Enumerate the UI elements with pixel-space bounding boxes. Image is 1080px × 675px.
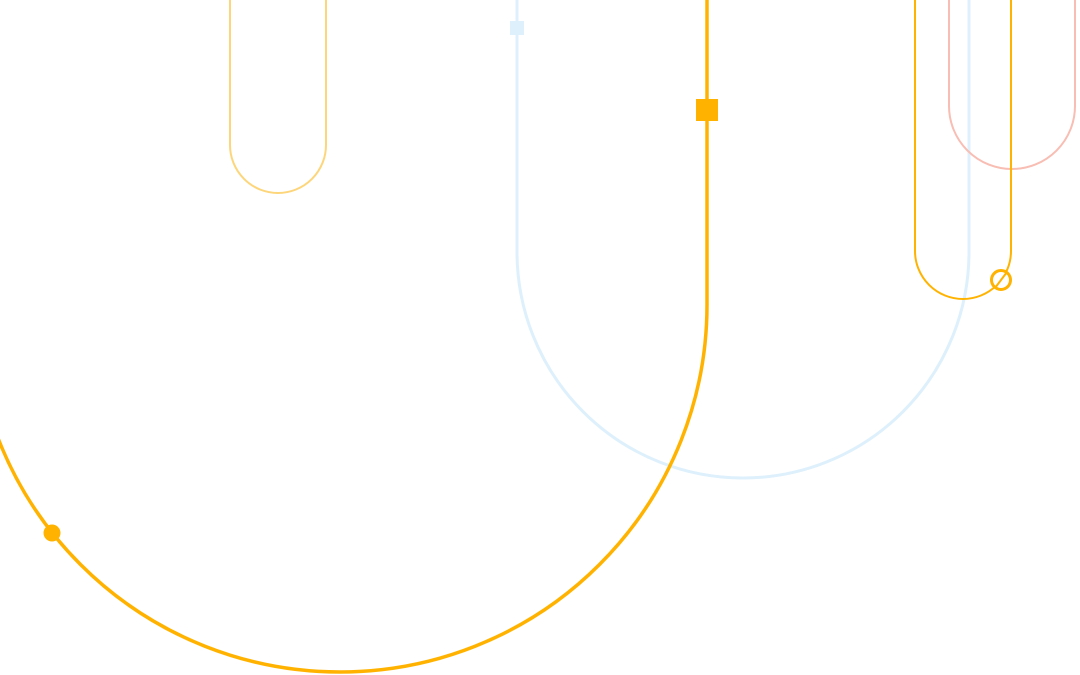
orange-ring-slash-marker <box>990 269 1012 291</box>
light-yellow-u-curve <box>229 0 327 194</box>
orange-square-marker <box>696 99 718 121</box>
orange-small-u-curve <box>914 0 1012 300</box>
orange-large-u-curve <box>0 0 709 674</box>
light-blue-u-curve <box>515 0 971 480</box>
orange-dot-marker <box>43 524 61 542</box>
light-blue-square-marker <box>510 21 524 35</box>
